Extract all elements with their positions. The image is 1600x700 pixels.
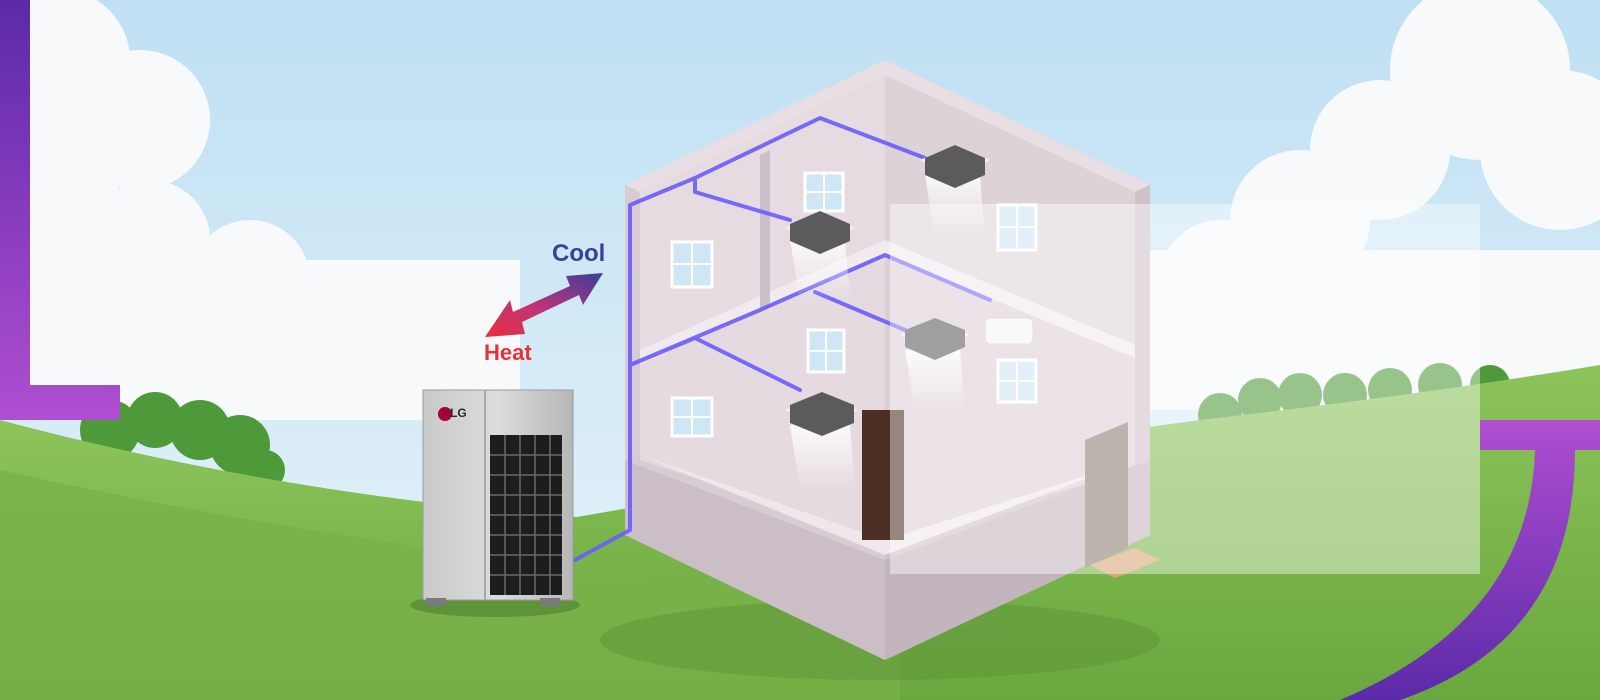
cool-label: Cool [552, 240, 606, 267]
interior-door [862, 410, 904, 540]
doormat [1090, 548, 1160, 578]
lg-logo-icon [438, 407, 452, 421]
bushes-left [80, 392, 285, 490]
translucent-overlay-panel [890, 204, 1480, 574]
brand-logo-text: LG [450, 406, 467, 420]
cassette-units [785, 145, 990, 490]
purple-accent-right [1340, 420, 1600, 700]
purple-accent-left [0, 0, 120, 420]
outdoor-unit [410, 389, 580, 617]
wall-mounted-unit [984, 317, 1034, 345]
heat-label: Heat [484, 340, 532, 365]
entrance-door [1085, 422, 1128, 568]
heat-cool-arrow [485, 273, 603, 337]
window-mullions [672, 173, 1036, 436]
